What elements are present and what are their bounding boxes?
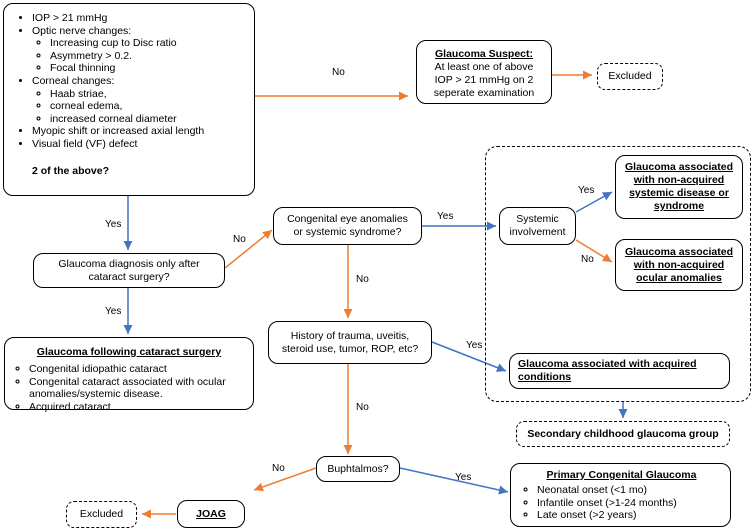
secondary-group-container xyxy=(485,146,751,402)
non-acquired-ocular-line3: ocular anomalies xyxy=(636,271,722,284)
primary-congenital-box: Primary Congenital Glaucoma Neonatal ons… xyxy=(510,463,731,527)
glaucoma-suspect-line3: seperate examination xyxy=(433,87,535,99)
primary-congenital-title: Primary Congenital Glaucoma xyxy=(546,469,697,481)
criteria-subitem: increased corneal diameter xyxy=(50,113,246,126)
label-yes-left1: Yes xyxy=(105,219,122,230)
label-no-trauma-down: No xyxy=(356,402,369,413)
primary-congenital-item: Neonatal onset (<1 mo) xyxy=(537,484,724,497)
following-cataract-item: Congenital idiopathic cataract xyxy=(29,363,247,376)
criteria-item: Myopic shift or increased axial length xyxy=(32,125,246,138)
glaucoma-suspect-line1: At least one of above xyxy=(434,61,534,73)
arrow-trauma-to-acquired xyxy=(431,341,507,372)
criteria-subitem: Increasing cup to Disc ratio xyxy=(50,37,246,50)
criteria-subitem: Asymmetry > 0.2. xyxy=(50,50,246,63)
cataract-question-line1: Glaucoma diagnosis only after xyxy=(58,257,200,270)
criteria-item-label: Myopic shift or increased axial length xyxy=(32,125,205,138)
criteria-box: IOP > 21 mmHgOptic nerve changes:Increas… xyxy=(3,3,255,196)
congenital-question-line1: Congenital eye anomalies xyxy=(287,213,408,225)
criteria-subitem: Focal thinning xyxy=(50,62,246,75)
arrow-systemic-to-nonacquired-ocular xyxy=(575,239,613,263)
non-acquired-ocular-line2: with non-acquired xyxy=(633,258,725,271)
buphtalmos-label: Buphtalmos? xyxy=(327,462,389,475)
following-cataract-item: Congenital cataract associated with ocul… xyxy=(29,376,247,401)
criteria-item-label: Optic nerve changes: xyxy=(32,24,132,37)
cataract-question-box: Glaucoma diagnosis only after cataract s… xyxy=(33,253,225,288)
buphtalmos-box: Buphtalmos? xyxy=(316,456,400,482)
non-acquired-systemic-box: Glaucoma associated with non-acquired sy… xyxy=(615,155,743,219)
arrow-systemic-to-nonacquired-systemic xyxy=(575,191,613,213)
label-no-top: No xyxy=(332,67,345,78)
criteria-item: Corneal changes:Haab striae,corneal edem… xyxy=(32,75,246,125)
acquired-conditions-line1: Glaucoma associated with acquired xyxy=(518,358,697,370)
following-cataract-list: Congenital idiopathic cataractCongenital… xyxy=(11,363,247,413)
trauma-question-box: History of trauma, uveitis, steroid use,… xyxy=(268,321,432,364)
congenital-question-box: Congenital eye anomalies or systemic syn… xyxy=(273,207,422,245)
cataract-question-line2: cataract surgery? xyxy=(88,270,170,283)
label-no-mid: No xyxy=(233,234,246,245)
non-acquired-systemic-line4: syndrome xyxy=(653,200,705,212)
criteria-item: Visual field (VF) defect xyxy=(32,138,246,151)
primary-congenital-list: Neonatal onset (<1 mo)Infantile onset (>… xyxy=(519,484,724,522)
criteria-subitem: Haab striae, xyxy=(50,88,246,101)
excluded-top-box: Excluded xyxy=(597,63,663,90)
systemic-involvement-box: Systemic involvement xyxy=(499,207,576,245)
following-cataract-box: Glaucoma following cataract surgery Cong… xyxy=(4,337,254,413)
criteria-item-label: IOP > 21 mmHg xyxy=(32,12,108,24)
excluded-bottom-box: Excluded xyxy=(66,501,137,528)
criteria-item-label: Corneal changes: xyxy=(32,74,115,87)
acquired-conditions-line2: conditions xyxy=(518,371,572,383)
criteria-item: Optic nerve changes:Increasing cup to Di… xyxy=(32,25,246,75)
primary-congenital-item: Infantile onset (>1-24 months) xyxy=(537,497,724,510)
excluded-bottom-label: Excluded xyxy=(79,508,124,520)
criteria-subitem: corneal edema, xyxy=(50,100,246,113)
label-yes-buph: Yes xyxy=(455,472,472,483)
systemic-involvement-line2: involvement xyxy=(509,226,566,238)
label-yes-congenital: Yes xyxy=(437,211,454,222)
following-cataract-title: Glaucoma following cataract surgery xyxy=(36,346,222,358)
arrow-buphtalmos-to-joag xyxy=(253,467,317,492)
label-yes-trauma: Yes xyxy=(466,340,483,351)
glaucoma-suspect-line2: IOP > 21 mmHg on 2 xyxy=(434,74,534,86)
systemic-involvement-line1: Systemic xyxy=(516,213,559,225)
following-cataract-item: Acquired cataract xyxy=(29,401,247,414)
non-acquired-ocular-line1: Glaucoma associated xyxy=(625,245,733,258)
primary-congenital-item: Late onset (>2 years) xyxy=(537,509,724,522)
arrow-buphtalmos-to-primary xyxy=(399,467,509,495)
label-no-systemic: No xyxy=(581,254,594,265)
glaucoma-suspect-title: Glaucoma Suspect: xyxy=(434,48,534,60)
label-no-buph: No xyxy=(272,463,285,474)
criteria-item-label: Visual field (VF) defect xyxy=(32,137,138,150)
non-acquired-systemic-line1: Glaucoma associated xyxy=(625,161,733,173)
criteria-list: IOP > 21 mmHgOptic nerve changes:Increas… xyxy=(14,12,246,151)
excluded-top-label: Excluded xyxy=(608,70,652,82)
label-yes-left2: Yes xyxy=(105,306,122,317)
non-acquired-systemic-line3: systemic disease or xyxy=(629,187,729,199)
joag-label: JOAG xyxy=(196,507,226,520)
label-yes-systemic: Yes xyxy=(578,185,595,196)
secondary-group-box: Secondary childhood glaucoma group xyxy=(516,421,730,447)
glaucoma-suspect-box: Glaucoma Suspect: At least one of above … xyxy=(416,40,552,104)
acquired-conditions-box: Glaucoma associated with acquired condit… xyxy=(509,353,730,389)
trauma-question-line2: steroid use, tumor, ROP, etc? xyxy=(281,342,419,355)
criteria-conclusion: 2 of the above? xyxy=(32,164,110,177)
criteria-item: IOP > 21 mmHg xyxy=(32,12,246,25)
secondary-group-label: Secondary childhood glaucoma group xyxy=(527,427,719,440)
label-no-congenital-down: No xyxy=(356,274,369,285)
non-acquired-ocular-box: Glaucoma associated with non-acquired oc… xyxy=(615,239,743,291)
congenital-question-line2: or systemic syndrome? xyxy=(293,226,402,238)
arrow-cataract-to-congenital xyxy=(224,229,273,269)
trauma-question-line1: History of trauma, uveitis, xyxy=(290,329,410,342)
joag-box: JOAG xyxy=(177,500,245,528)
non-acquired-systemic-line2: with non-acquired xyxy=(633,174,725,186)
